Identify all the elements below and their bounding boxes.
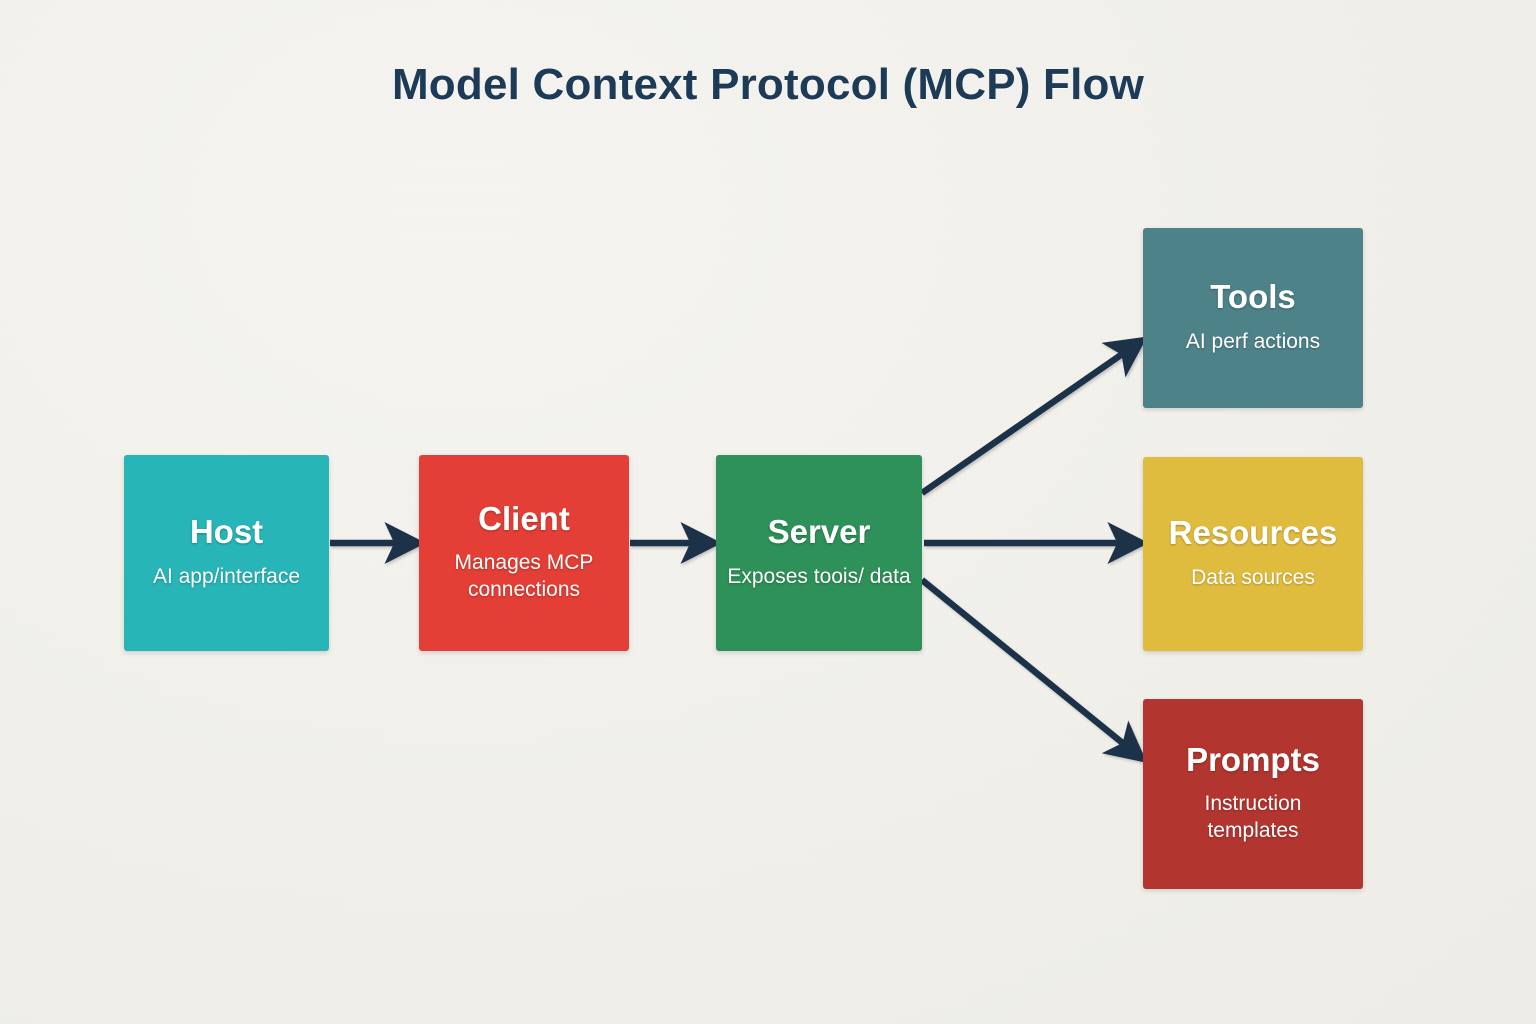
node-server-subtitle: Exposes toois/ data <box>727 564 911 588</box>
node-resources-subtitle: Data sources <box>1191 565 1315 589</box>
node-host-title: Host <box>189 513 264 551</box>
node-host[interactable]: Host AI app/interface <box>124 455 329 651</box>
node-host-subtitle: AI app/interface <box>152 564 301 588</box>
page-title: Model Context Protocol (MCP) Flow <box>391 60 1145 109</box>
node-client[interactable]: Client Manages MCP connections <box>419 455 629 651</box>
edge-server-to-prompts <box>919 577 1148 763</box>
node-tools-title: Tools <box>1210 278 1296 316</box>
node-client-title: Client <box>478 499 570 537</box>
node-client-subtitle: Manages MCP connections <box>454 551 594 602</box>
node-prompts-subtitle: Instruction templates <box>1204 792 1302 843</box>
node-resources-title: Resources <box>1168 514 1338 552</box>
node-prompts[interactable]: Prompts Instruction templates <box>1143 699 1363 889</box>
node-tools-subtitle: AI perf actions <box>1185 329 1321 353</box>
node-resources[interactable]: Resources Data sources <box>1143 457 1363 651</box>
node-server-title: Server <box>767 513 871 551</box>
edge-server-to-tools <box>920 336 1148 496</box>
node-tools[interactable]: Tools AI perf actions <box>1143 228 1363 408</box>
node-prompts-title: Prompts <box>1186 740 1320 778</box>
node-server[interactable]: Server Exposes toois/ data <box>716 455 922 651</box>
